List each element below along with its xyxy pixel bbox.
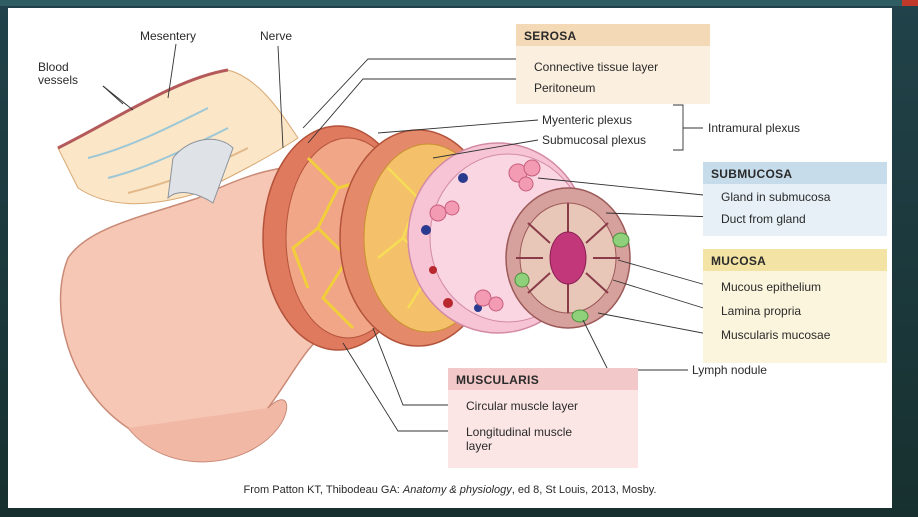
submucosa-item-duct: Duct from gland <box>721 212 806 226</box>
lymph-nodule-label: Lymph nodule <box>692 363 767 377</box>
mesentery-label: Mesentery <box>140 29 197 43</box>
source-caption: From Patton KT, Thibodeau GA: Anatomy & … <box>8 484 892 496</box>
myenteric-plexus-label: Myenteric plexus <box>542 113 633 127</box>
lymph-nodules <box>514 232 630 323</box>
mucosa-box: MUCOSA Mucous epithelium Lamina propria … <box>703 249 887 363</box>
leader-lines <box>102 43 714 432</box>
caption-suffix: , ed 8, St Louis, 2013, Mosby. <box>511 484 657 496</box>
mucosa-title: MUCOSA <box>703 249 887 271</box>
serosa-title: SEROSA <box>516 24 710 46</box>
serosa-box: SEROSA Connective tissue layer Peritoneu… <box>516 24 710 104</box>
nerve-label: Nerve <box>260 29 293 43</box>
caption-prefix: From Patton KT, Thibodeau GA: <box>243 484 403 496</box>
blood-vessels-label-line2: vessels <box>38 73 79 87</box>
serosa-item-peritoneum: Peritoneum <box>534 81 596 95</box>
mucosa-item-epithelium: Mucous epithelium <box>721 280 822 294</box>
intramural-plexus-label: Intramural plexus <box>708 121 801 135</box>
muscularis-title: MUSCULARIS <box>448 368 638 390</box>
mucosa-item-lamina-propria: Lamina propria <box>721 304 802 318</box>
mesentery-edge <box>57 68 229 150</box>
intestine-wall-illustration <box>57 43 714 463</box>
muscularis-box: MUSCULARIS Circular muscle layer Longitu… <box>448 368 638 468</box>
red-corner-tab <box>902 0 918 6</box>
slide: Blood vessels Mesentery Nerve Myenteric … <box>8 8 892 508</box>
top-accent-bar <box>0 0 918 6</box>
submucosa-item-gland: Gland in submucosa <box>721 190 831 204</box>
caption-title: Anatomy & physiology <box>402 484 512 496</box>
serosa-item-connective-tissue: Connective tissue layer <box>534 60 659 74</box>
peeled-serosa-flap <box>167 138 234 204</box>
blood-vessels-label-line1: Blood <box>38 60 69 74</box>
muscularis-item-longitudinal-layer: layer <box>466 439 493 453</box>
intestine-lower-fold <box>127 399 288 463</box>
muscularis-item-longitudinal: Longitudinal muscle <box>466 425 573 439</box>
submucosal-plexus-label: Submucosal plexus <box>542 133 647 147</box>
mucosal-folds <box>516 203 620 313</box>
muscularis-item-circular: Circular muscle layer <box>466 399 579 413</box>
mucosa-item-muscularis-mucosae: Muscularis mucosae <box>721 328 831 342</box>
lumen <box>549 231 587 285</box>
submucosa-box: SUBMUCOSA Gland in submucosa Duct from g… <box>703 162 887 236</box>
gland-in-submucosa-cluster <box>429 159 541 312</box>
submucosa-title: SUBMUCOSA <box>703 162 887 184</box>
